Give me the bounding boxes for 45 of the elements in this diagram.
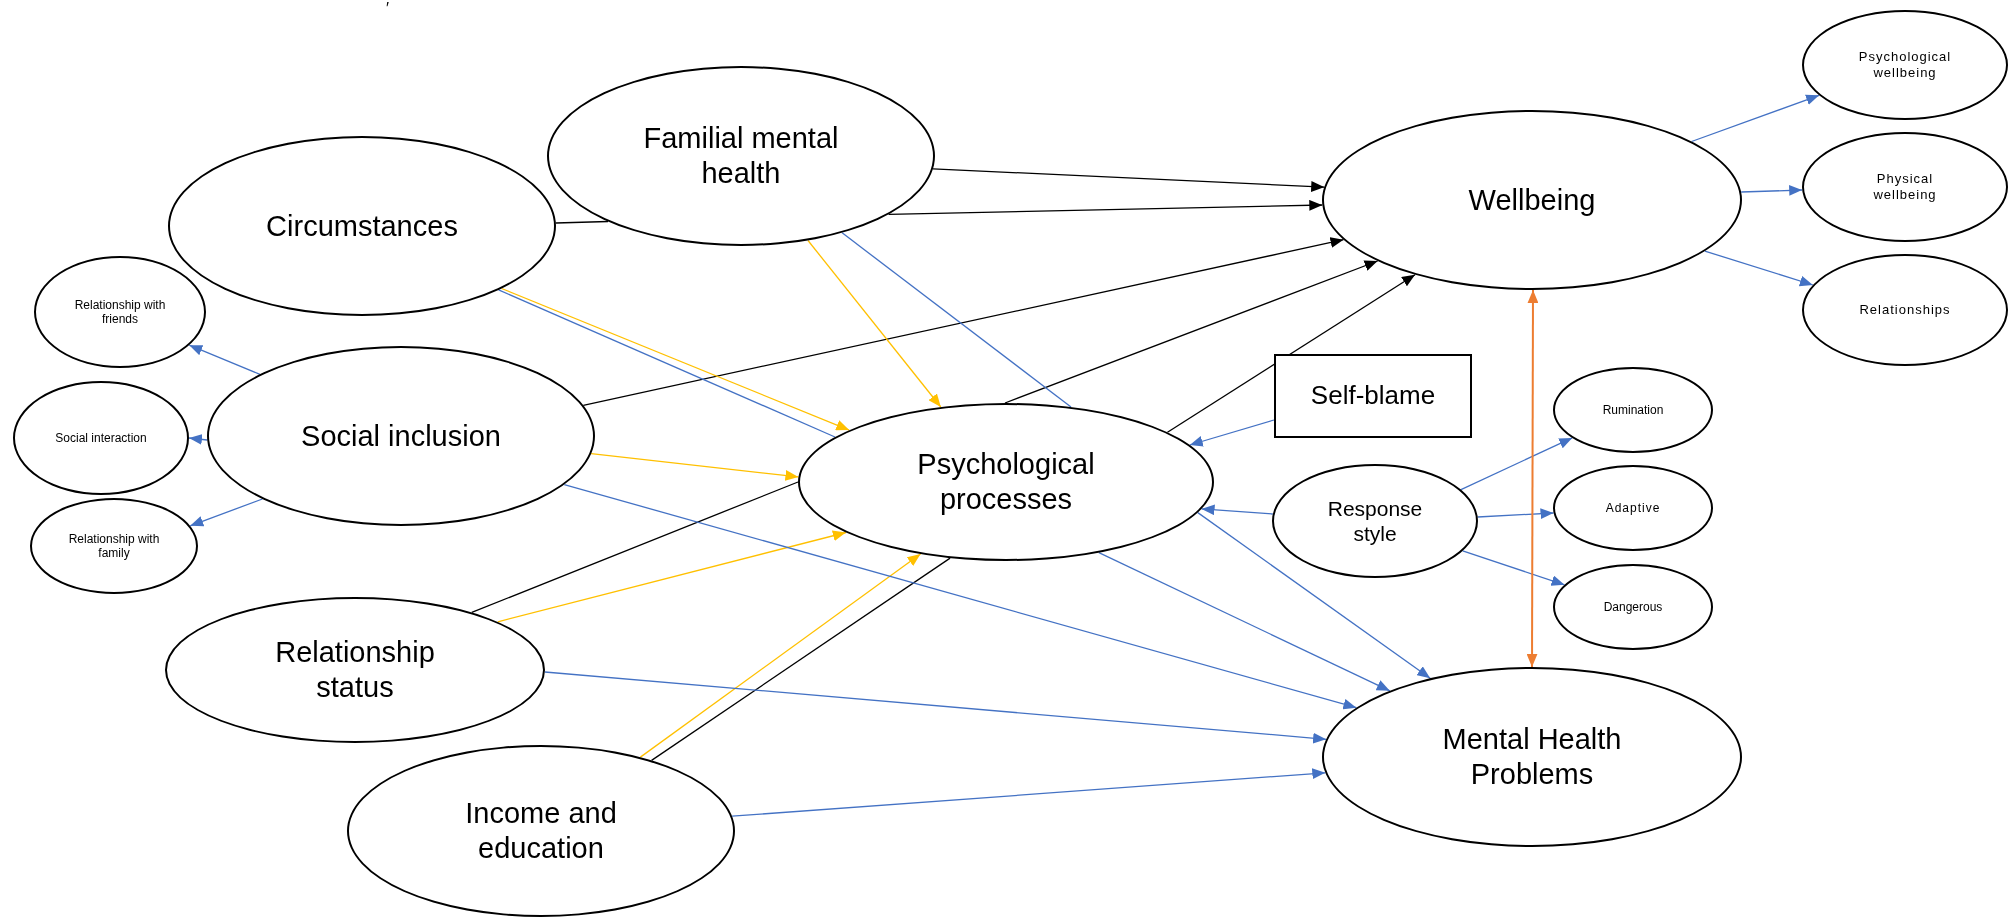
arrow [497,530,847,623]
arrow [1460,437,1573,491]
arrow [1740,185,1803,196]
arrow [1189,419,1275,447]
arrow [1704,250,1814,287]
arrow [563,483,1358,710]
connector-line [471,481,799,614]
ellipse-node: Familial mental health [547,66,935,246]
arrow [1200,504,1274,516]
ellipse-node: Dangerous [1553,564,1713,650]
ellipse-node: Psychological processes [798,403,1214,561]
arrow [1462,550,1566,586]
connector-line [555,220,609,224]
arrow [887,199,1323,216]
ellipse-node: Rumination [1553,367,1713,453]
ellipse-node: Social inclusion [207,346,595,526]
ellipse-node: Wellbeing [1322,110,1742,290]
ellipse-node: Mental Health Problems [1322,667,1742,847]
arrow [1098,552,1391,692]
arrow [189,498,264,527]
stray-mark: ′ [386,0,389,18]
arrow [1004,260,1379,404]
arrow [807,239,942,408]
ellipse-node: Adaptive [1553,465,1713,551]
arrow [188,344,261,375]
ellipse-node: Relationship with family [30,498,198,594]
ellipse-node: Relationship status [165,597,545,743]
ellipse-node: Relationships [1802,254,2008,366]
ellipse-node: Psychological wellbeing [1802,10,2008,120]
rectangle-node: Self-blame [1274,354,1472,438]
arrow [932,168,1325,192]
arrow [639,553,922,758]
ellipse-node: Relationship with friends [34,256,206,368]
arrow [1197,511,1431,679]
ellipse-node: Circumstances [168,136,556,316]
ellipse-node: Response style [1272,464,1478,578]
ellipse-node: Income and education [347,745,735,917]
arrow [1477,508,1555,520]
arrow [1690,94,1820,143]
arrow [1166,274,1416,433]
double-arrow [1526,289,1539,668]
arrow [582,237,1345,406]
ellipse-node: Social interaction [13,381,189,495]
arrow [188,434,208,445]
ellipse-node: Physical wellbeing [1802,132,2008,242]
